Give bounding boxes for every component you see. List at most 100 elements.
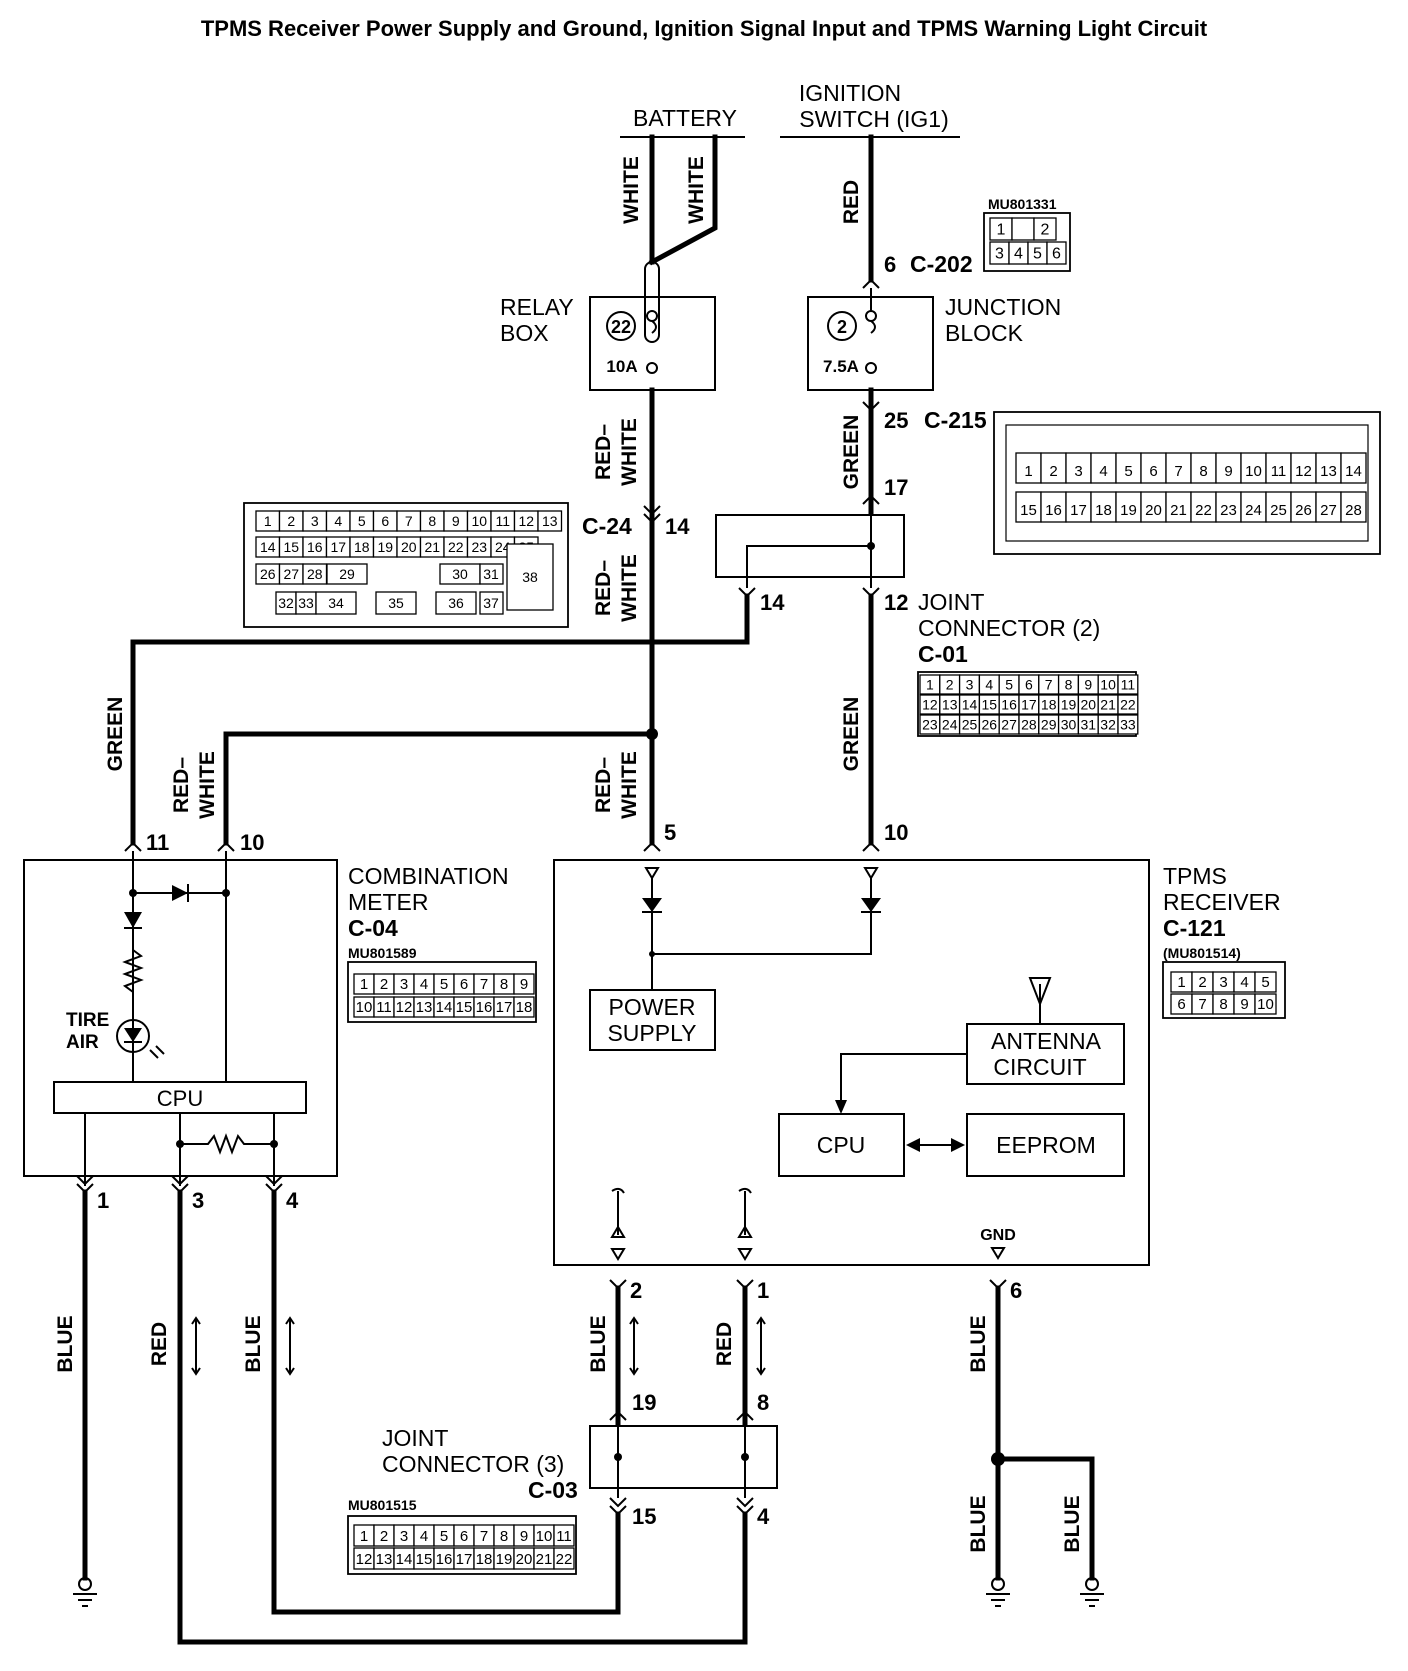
cavity-number: 9 [520,1528,528,1545]
cavity-number: 7 [1045,676,1053,692]
tire-air-emission [149,1045,165,1059]
cavity-number: 4 [1014,246,1023,263]
cavity-number: 23 [471,539,487,555]
tire-air-label-2: AIR [66,1032,99,1053]
can-arrow-1 [756,1316,766,1376]
wire-label-white-a: WHITE [620,156,643,224]
cavity [1340,491,1367,523]
cavity-number: 17 [496,999,513,1016]
cavity-number: 1 [360,976,368,993]
cavity [553,1547,575,1570]
wire-label-red-white-c2: WHITE [196,751,219,819]
relay-fuse-terminal-bottom [646,362,658,374]
c01-label-2: CONNECTOR (2) [918,615,1100,641]
cavity-number: 38 [522,569,538,585]
cavity [513,973,535,995]
relay-box [589,296,716,391]
cavity-number: 9 [452,513,460,529]
meter-pin-4: 4 [286,1188,299,1213]
c215-pin-out: 17 [884,475,908,500]
cavity-number: 9 [1240,996,1248,1013]
meter-resistor [122,949,144,993]
cavity-number: 24 [942,716,958,732]
cavity-number: 26 [260,566,276,582]
cavity-number: 1 [926,676,934,692]
cavity-number: 30 [1061,716,1077,732]
cavity-number: 1 [1177,974,1185,991]
cavity-number: 13 [376,1551,393,1568]
cavity [1215,452,1242,484]
cavity [553,1524,575,1547]
cavity-number: 13 [416,999,433,1016]
cavity-number: 12 [922,696,938,712]
cavity-number: 29 [1041,716,1057,732]
c121-part: (MU801514) [1163,945,1241,961]
cavity-number: 17 [1070,502,1087,519]
cavity-number: 6 [1052,246,1061,263]
power-supply-label-2: SUPPLY [607,1020,696,1046]
diagram-title: TPMS Receiver Power Supply and Ground, I… [201,16,1208,41]
cavity-number: 10 [1100,676,1116,692]
relay-box-label-1: RELAY [500,294,574,320]
wire-label-red-ign: RED [840,180,863,224]
wire-label-green-b: GREEN [104,697,127,772]
cavity [1190,491,1217,523]
junction-block-label-1: JUNCTION [945,294,1061,320]
wire-label-red-white-d1: RED– [592,757,615,813]
cavity-number: 22 [1195,502,1212,519]
c03-part: MU801515 [348,1497,417,1513]
antenna-circuit-label-2: CIRCUIT [993,1054,1086,1080]
connector-housing [347,961,537,1023]
wire-label-red-white-c1: RED– [170,757,193,813]
cavity-number: 18 [1095,502,1112,519]
cavity-number: 3 [400,1528,408,1545]
c215-in-symbol [862,401,880,412]
cavity-number: 17 [330,539,346,555]
cavity-number: 33 [1120,716,1136,732]
wire-label-red-3: RED [148,1322,171,1366]
can-arrow-2 [629,1316,639,1376]
cavity-number: 5 [358,513,366,529]
cavity-number: 14 [260,539,276,555]
meter-diode-vertical [124,912,142,928]
cavity-number: 3 [1074,463,1082,480]
cavity-number: 21 [424,539,440,555]
cavity-number: 2 [946,676,954,692]
cavity [1090,491,1117,523]
receiver-pin-1: 1 [757,1278,769,1303]
cavity-number: 3 [995,246,1004,263]
cavity-number: 16 [1045,502,1062,519]
cavity [1140,452,1167,484]
can-arrow-3 [191,1316,201,1376]
c202-id: C-202 [910,251,973,277]
ground-receiver-2 [1080,1577,1104,1607]
svg-text:34: 34 [328,595,344,611]
cavity-number: 7 [480,1528,488,1545]
cavity-number: 19 [1120,502,1137,519]
cavity [1117,714,1139,735]
cavity [1015,491,1042,523]
cavity-number: 9 [520,976,528,993]
antenna-circuit-box [966,1023,1125,1085]
wire-red-meter-3 [177,1189,748,1645]
cavity-number: 10 [1257,996,1274,1013]
tire-air-led [124,1028,142,1042]
c121-label-2: RECEIVER [1163,889,1281,915]
cavity-number: 27 [283,566,299,582]
cavity-number: 19 [496,1551,513,1568]
cavity [1090,452,1117,484]
tpms-receiver-box [553,859,1150,1266]
connector-housing [1162,961,1286,1019]
receiver-power-merge [652,912,872,955]
cavity-number: 21 [1170,502,1187,519]
cavity-number: 11 [556,1528,572,1545]
cavity-number: 14 [436,999,453,1016]
c03-id: C-03 [528,1477,578,1503]
cavity-number: 4 [1240,974,1248,991]
c24-connector-symbol [643,505,661,524]
cavity-number: 8 [500,1528,508,1545]
cavity [1215,491,1242,523]
cavity [1165,452,1192,484]
